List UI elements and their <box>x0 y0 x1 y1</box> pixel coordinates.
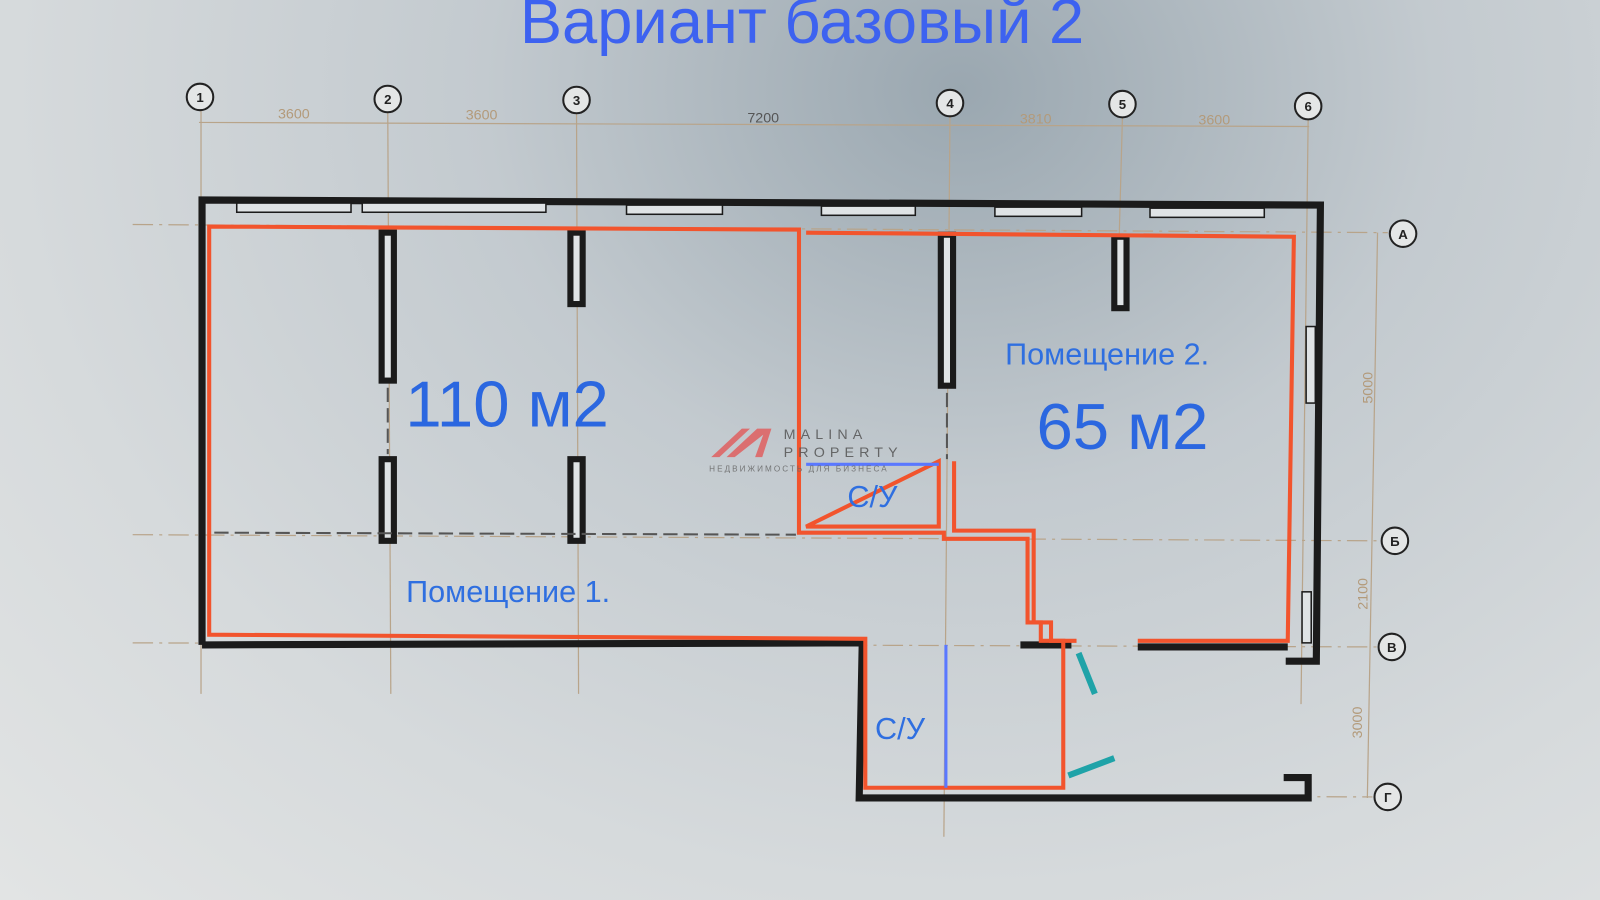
axis-label: 3 <box>573 93 580 108</box>
axis-markers-vertical <box>1373 219 1418 812</box>
axis-label: 1 <box>196 90 203 105</box>
room-1-area: 110 м2 <box>405 368 608 441</box>
exterior-walls <box>198 196 1325 802</box>
axis-label: А <box>1398 227 1408 242</box>
room-outlines <box>207 224 1296 790</box>
axis-label: 6 <box>1304 99 1311 114</box>
dimension-label: 3810 <box>1020 111 1052 127</box>
room-2-area: 65 м2 <box>1036 390 1208 463</box>
axis-label: Г <box>1384 790 1392 805</box>
room-2-outline <box>805 230 1296 643</box>
axis-label: В <box>1387 640 1397 655</box>
room-2-name: Помещение 2. <box>1005 337 1209 371</box>
wc-partitions <box>806 462 948 788</box>
window-openings <box>235 202 1317 644</box>
wc-label: С/У <box>847 480 898 514</box>
room-1-outline <box>207 224 1066 790</box>
door-icons <box>1067 651 1116 779</box>
dimension-label: 3600 <box>1198 112 1230 128</box>
logo-line2: PROPERTY <box>784 445 903 461</box>
dimension-label: 5000 <box>1360 372 1376 404</box>
wc-label: С/У <box>875 712 926 746</box>
axis-label: 5 <box>1119 97 1126 112</box>
dimension-label: 7200 <box>747 110 779 126</box>
partition-lines <box>214 387 948 536</box>
axis-label: Б <box>1390 534 1400 549</box>
malina-property-logo: MALINA PROPERTY НЕДВИЖИМОСТЬ ДЛЯ БИЗНЕСА <box>709 427 903 474</box>
dimension-label: 3000 <box>1350 707 1366 739</box>
axis-label: 2 <box>384 92 391 107</box>
axis-label: 4 <box>946 96 954 111</box>
grid-lines <box>132 110 1388 837</box>
dimension-label: 2100 <box>1355 578 1371 610</box>
logo-line1: MALINA <box>784 427 868 443</box>
logo-tagline: НЕДВИЖИМОСТЬ ДЛЯ БИЗНЕСА <box>709 464 889 473</box>
dimension-label: 3600 <box>466 107 498 123</box>
room-1-name: Помещение 1. <box>406 575 610 609</box>
plan-title: Вариант базовый 2 <box>520 0 1084 57</box>
axis-markers-horizontal <box>185 82 1323 121</box>
dimension-label: 3600 <box>278 106 310 122</box>
columns <box>378 229 1130 544</box>
